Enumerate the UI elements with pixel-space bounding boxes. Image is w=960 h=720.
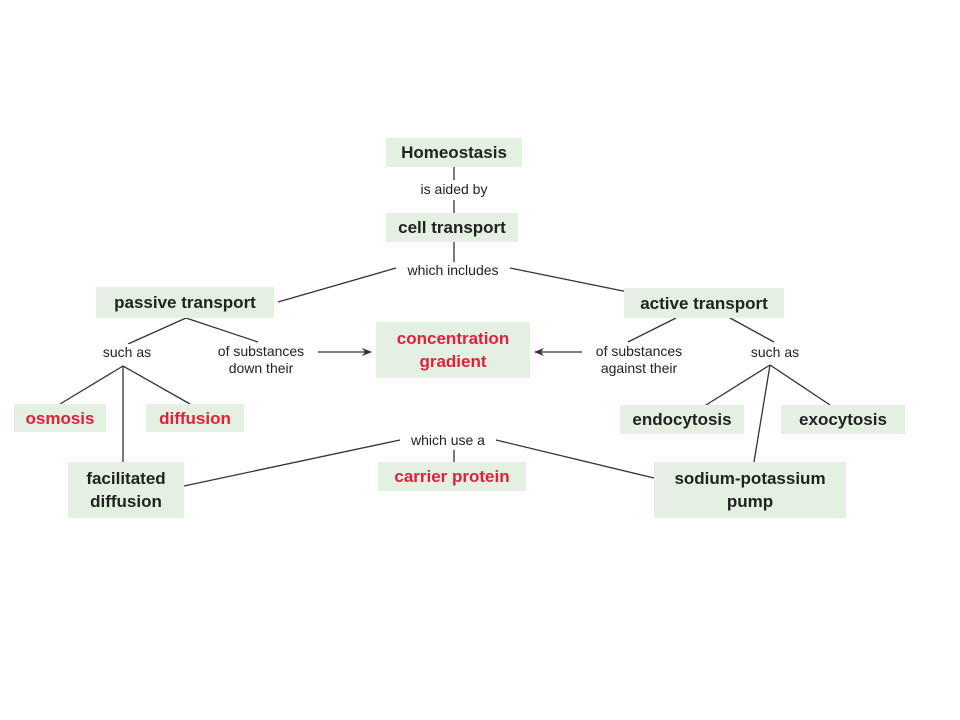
line-sodium-pump-which-use-a xyxy=(495,439,655,479)
node-diffusion: diffusion xyxy=(146,404,244,432)
line-such-as-osmosis xyxy=(59,365,124,405)
node-active-transport: active transport xyxy=(624,288,784,318)
node-exocytosis: exocytosis xyxy=(781,405,905,434)
node-facilitated-diffusion-line2: diffusion xyxy=(90,492,162,511)
node-endocytosis: endocytosis xyxy=(620,405,744,434)
node-carrier-protein-label: carrier protein xyxy=(394,467,510,486)
node-sodium-potassium-pump: sodium-potassium pump xyxy=(654,462,846,518)
link-of-substances-against-line1: of substances xyxy=(595,343,683,359)
link-of-substances-down-line1: of substances xyxy=(217,343,305,359)
link-is-aided-by-label: is aided by xyxy=(420,181,488,197)
node-passive-transport-label: passive transport xyxy=(114,293,256,312)
line-which-includes-passive xyxy=(277,267,397,303)
node-sodium-potassium-pump-line1: sodium-potassium xyxy=(674,469,826,488)
line-such-as-diffusion xyxy=(122,365,191,405)
link-is-aided-by: is aided by xyxy=(404,181,504,198)
line-passive-of-substances xyxy=(185,317,259,343)
link-which-use-a: which use a xyxy=(400,432,496,449)
line-active-such-as xyxy=(729,317,775,343)
link-such-as-left: such as xyxy=(92,344,162,361)
node-homeostasis-label: Homeostasis xyxy=(401,143,507,162)
node-concentration-gradient-line1: concentration xyxy=(396,329,510,348)
line-active-of-substances xyxy=(627,317,677,343)
line-passive-such-as xyxy=(127,317,187,345)
link-such-as-left-label: such as xyxy=(102,344,152,360)
node-cell-transport: cell transport xyxy=(386,213,518,242)
line-such-as-exocytosis xyxy=(769,364,831,406)
node-endocytosis-label: endocytosis xyxy=(632,410,732,429)
node-cell-transport-label: cell transport xyxy=(398,218,506,237)
link-of-substances-against-line2: against their xyxy=(600,360,678,376)
line-such-as-endocytosis xyxy=(705,364,771,406)
node-concentration-gradient-line2: gradient xyxy=(419,352,487,371)
node-exocytosis-label: exocytosis xyxy=(799,410,887,429)
node-sodium-potassium-pump-line2: pump xyxy=(726,492,774,511)
link-such-as-right: such as xyxy=(740,344,810,361)
line-facilitated-which-use-a xyxy=(183,439,401,487)
line-which-includes-active xyxy=(509,267,629,293)
link-such-as-right-label: such as xyxy=(750,344,800,360)
node-diffusion-label: diffusion xyxy=(159,408,231,428)
line-such-as-sodium-pump xyxy=(753,364,771,463)
link-which-includes: which includes xyxy=(396,262,510,279)
node-carrier-protein: carrier protein xyxy=(378,462,526,491)
node-osmosis-label: osmosis xyxy=(25,408,95,428)
link-which-includes-label: which includes xyxy=(407,262,499,278)
link-which-use-a-label: which use a xyxy=(411,432,485,448)
link-of-substances-down-line2: down their xyxy=(228,360,294,376)
node-active-transport-label: active transport xyxy=(640,293,768,313)
node-facilitated-diffusion-line1: facilitated xyxy=(86,469,166,488)
link-of-substances-down: of substances down their xyxy=(204,343,318,377)
node-passive-transport: passive transport xyxy=(96,287,274,318)
node-osmosis: osmosis xyxy=(14,404,106,432)
link-of-substances-against: of substances against their xyxy=(582,343,696,377)
node-facilitated-diffusion: facilitated diffusion xyxy=(68,462,184,518)
node-concentration-gradient: concentration gradient xyxy=(376,322,530,378)
node-homeostasis: Homeostasis xyxy=(386,138,522,167)
